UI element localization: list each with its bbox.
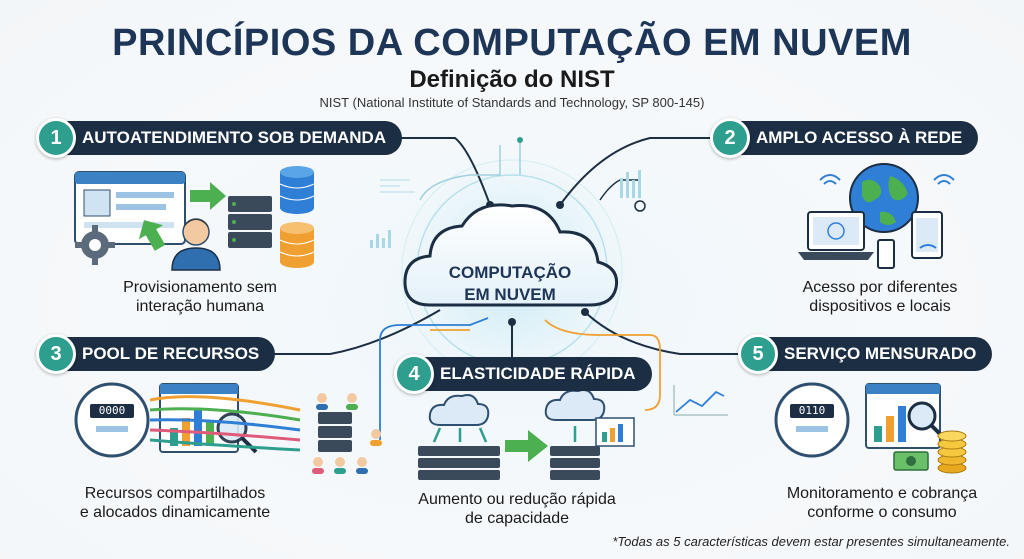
caption-4-line1: Aumento ou redução rápida [418, 491, 616, 508]
principle-label-2: AMPLO ACESSO À REDE [756, 128, 963, 147]
principle-badge-4: 4 ELASTICIDADE RÁPIDA [394, 354, 652, 394]
deco-dots [380, 179, 415, 193]
principle-badge-3: 3 POOL DE RECURSOS [36, 334, 276, 374]
coins-icon [937, 430, 967, 474]
connector-2 [559, 137, 712, 206]
caption-1-line2: interação humana [135, 298, 265, 315]
caption-5-line2: conforme o consumo [807, 504, 957, 521]
footnote: *Todas as 5 características devem estar … [612, 534, 1010, 549]
self-service-illustration [74, 166, 315, 271]
server-rack-icon [228, 196, 272, 248]
meter-icon [774, 382, 850, 458]
caption-2-line1: Acesso por diferentes [802, 279, 958, 296]
principle-label-1: AUTOATENDIMENTO SOB DEMANDA [82, 128, 387, 147]
principle-number-1: 1 [36, 118, 76, 158]
page-subtitle: Definição do NIST [409, 66, 615, 93]
meter-digits-right: 0110 [798, 404, 826, 417]
connector-5 [584, 311, 740, 355]
magnifier-icon [907, 401, 944, 438]
dashboard-icon [865, 383, 941, 449]
principle-label-4: ELASTICIDADE RÁPIDA [440, 364, 636, 383]
money-icon [893, 451, 929, 471]
principle-caption-1: Provisionamento sem interação humana [70, 278, 330, 316]
principle-caption-5: Monitoramento e cobrança conforme o cons… [752, 484, 1012, 522]
phone-icon [877, 239, 895, 269]
center-label-line1: COMPUTAÇÃO [448, 263, 572, 282]
caption-2-line2: dispositivos e locais [809, 298, 951, 315]
principle-badge-5: 5 SERVIÇO MENSURADO [738, 334, 993, 374]
page-title: PRINCÍPIOS DA COMPUTAÇÃO EM NUVEM [112, 22, 912, 64]
server-small-right-icon [550, 446, 600, 480]
gear-icon [75, 225, 115, 265]
deco-growth-chart [673, 385, 728, 416]
meter-digits-left: 0000 [98, 404, 126, 417]
cloud-small-left-icon [428, 394, 490, 426]
connector-3 [268, 309, 441, 355]
caption-3-line1: Recursos compartilhados [84, 485, 266, 502]
source-note: NIST (National Institute of Standards an… [319, 95, 705, 110]
flow-arrows [149, 395, 301, 452]
scale-arrows-left [432, 427, 488, 443]
measured-service-illustration [774, 382, 967, 474]
deco-line-orange [544, 319, 661, 411]
deco-bars-left [370, 230, 391, 248]
center-label: COMPUTAÇÃO EM NUVEM [430, 262, 590, 306]
principle-badge-2: 2 AMPLO ACESSO À REDE [710, 118, 979, 158]
principle-number-5: 5 [738, 334, 778, 374]
network-access-illustration [798, 163, 955, 269]
elasticity-illustration [418, 389, 635, 480]
mini-chart-icon [595, 417, 635, 447]
principle-label-3: POOL DE RECURSOS [82, 344, 260, 363]
principle-number-4: 4 [394, 354, 434, 394]
caption-5-line1: Monitoramento e cobrança [786, 485, 978, 502]
principle-number-2: 2 [710, 118, 750, 158]
arrow-right-icon [505, 430, 548, 462]
center-cloud [403, 203, 619, 307]
principle-label-5: SERVIÇO MENSURADO [784, 344, 977, 363]
server-large-left-icon [418, 446, 500, 480]
laptop-icon [798, 211, 874, 260]
user-icon [171, 218, 221, 271]
center-label-line2: EM NUVEM [464, 285, 556, 304]
principle-number-3: 3 [36, 334, 76, 374]
database-orange-icon [279, 222, 315, 268]
principle-caption-4: Aumento ou redução rápida de capacidade [392, 490, 642, 528]
caption-3-line2: e alocados dinamicamente [79, 504, 271, 521]
meter-icon [74, 382, 150, 458]
deco-bars-right [620, 170, 641, 198]
wifi-icon [819, 174, 955, 249]
connector-1 [392, 137, 491, 206]
principle-caption-3: Recursos compartilhados e alocados dinam… [40, 484, 310, 522]
arrow-right-icon [190, 182, 226, 210]
resource-pool-illustration [74, 382, 382, 474]
server-stack-icon [318, 412, 352, 452]
tablet-icon [911, 211, 943, 259]
principle-caption-2: Acesso por diferentes dispositivos e loc… [760, 278, 1000, 316]
cloud-small-right-icon [544, 389, 606, 421]
caption-4-line2: de capacidade [464, 510, 570, 527]
globe-icon [849, 163, 919, 233]
caption-1-line1: Provisionamento sem [123, 279, 277, 296]
principle-badge-1: 1 AUTOATENDIMENTO SOB DEMANDA [36, 118, 403, 158]
users-group-icon [312, 393, 382, 474]
database-blue-icon [279, 166, 315, 214]
deco-line-blue [379, 317, 489, 440]
